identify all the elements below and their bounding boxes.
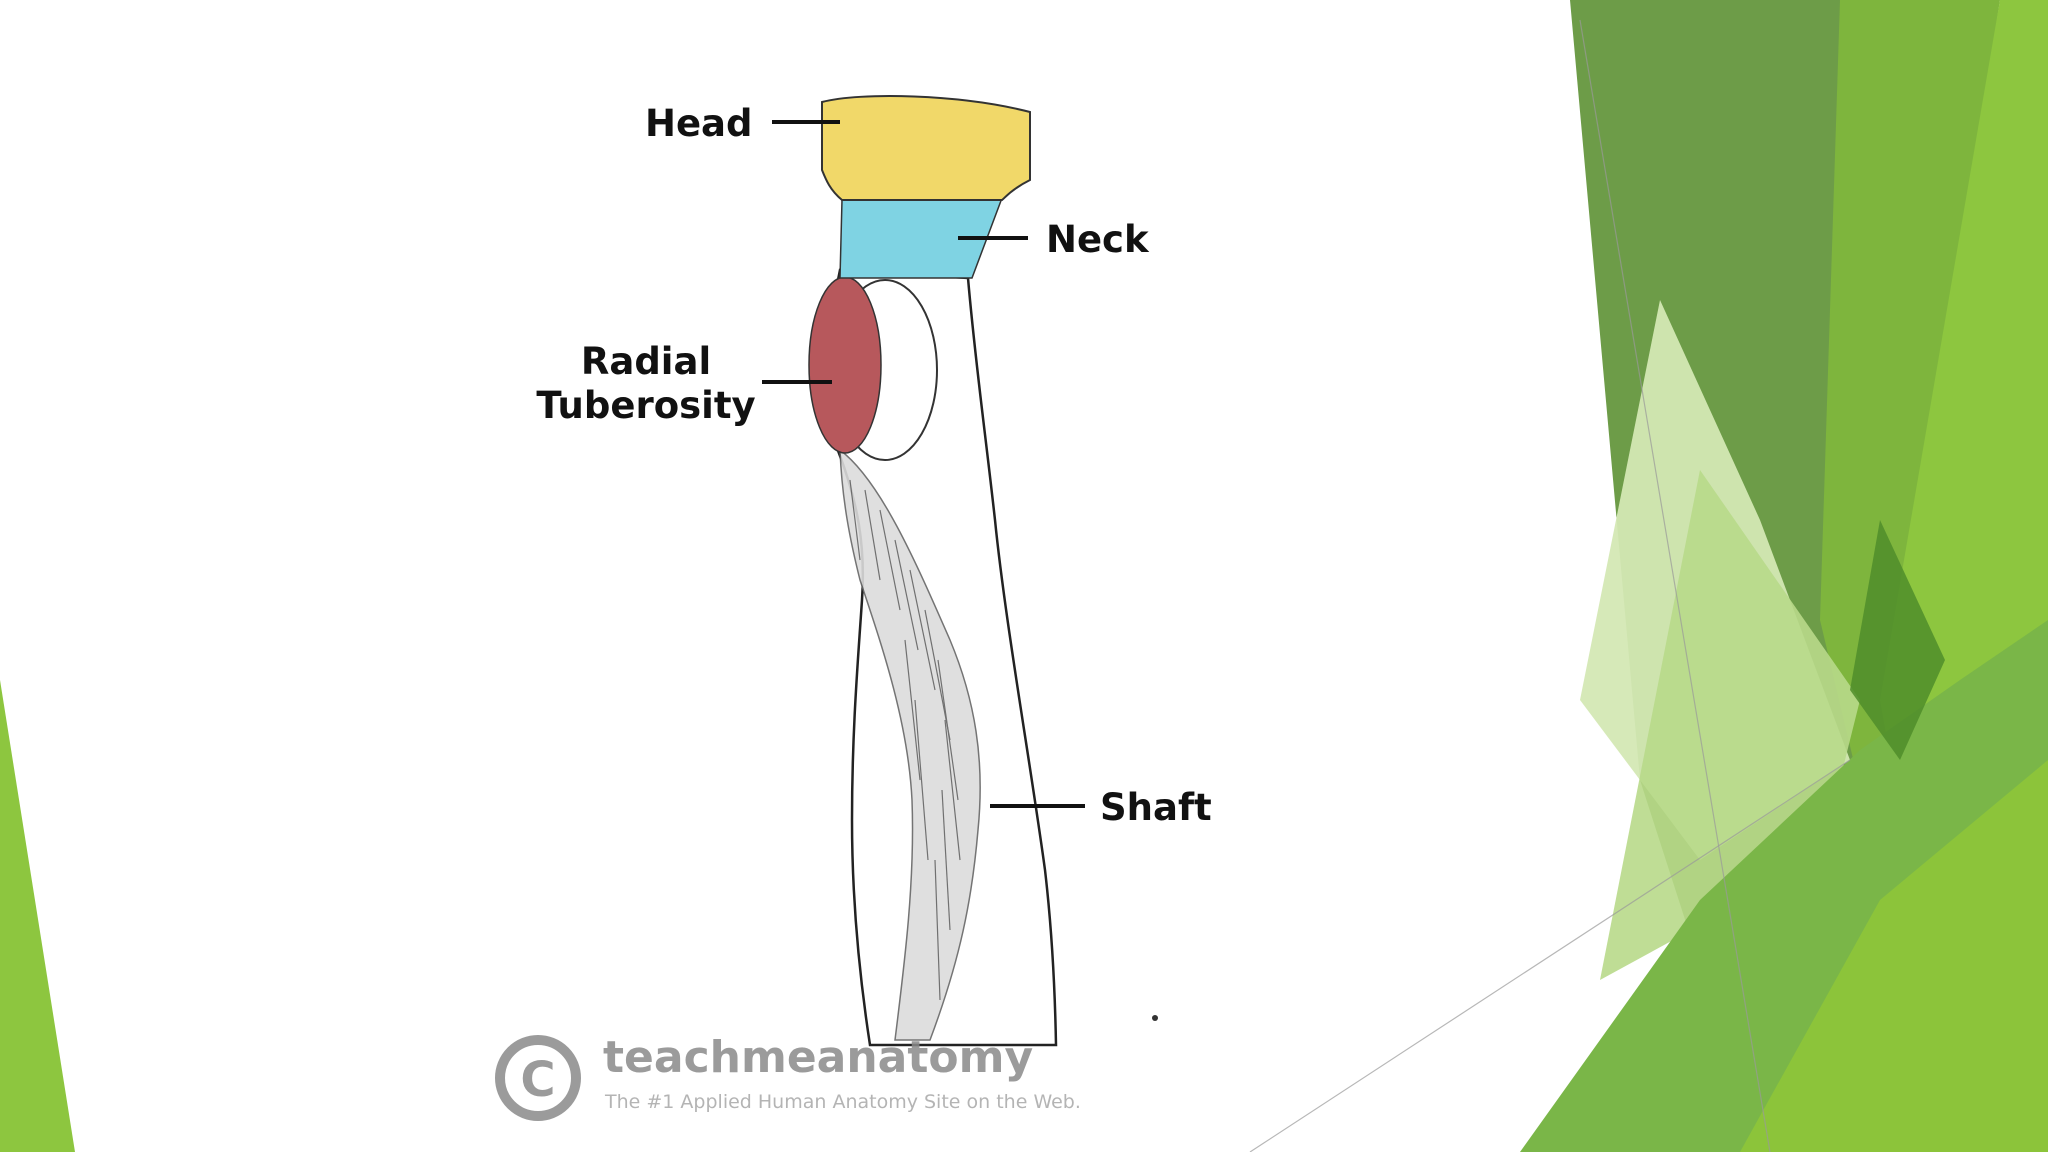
stray-dot [1152, 1015, 1158, 1021]
label-shaft-text: Shaft [1100, 786, 1212, 829]
right-green-decoration [1249, 0, 2048, 1152]
label-radial-tuberosity: Radial Tuberosity [536, 340, 832, 427]
hatch-lines [849, 479, 961, 1001]
label-head-text: Head [645, 102, 753, 145]
head-region [821, 95, 1031, 201]
label-radial-line2: Tuberosity [536, 384, 755, 427]
label-radial-line1: Radial [581, 340, 711, 383]
deco-thin-line-2 [1249, 759, 1851, 1152]
deco-thin-line-1 [1579, 19, 1771, 1152]
label-neck: Neck [958, 218, 1150, 261]
copyright-circle-icon [495, 1035, 581, 1121]
label-head: Head [645, 102, 840, 145]
copyright-symbol: C [520, 1052, 555, 1108]
watermark-brand: teachmeanatomy [603, 1032, 1033, 1083]
label-shaft: Shaft [990, 786, 1212, 829]
deco-accent-dark [1850, 520, 1945, 760]
label-neck-text: Neck [1046, 218, 1150, 261]
left-green-strip [0, 680, 75, 1152]
watermark: C teachmeanatomy The #1 Applied Human An… [495, 1032, 1081, 1121]
watermark-tagline: The #1 Applied Human Anatomy Site on the… [604, 1091, 1081, 1113]
radius-bone-illustration [808, 95, 1058, 1047]
deco-bottom-bright [1740, 760, 2048, 1152]
bone-shaft-shading [839, 448, 981, 1041]
radial-tuberosity-region [808, 276, 882, 454]
